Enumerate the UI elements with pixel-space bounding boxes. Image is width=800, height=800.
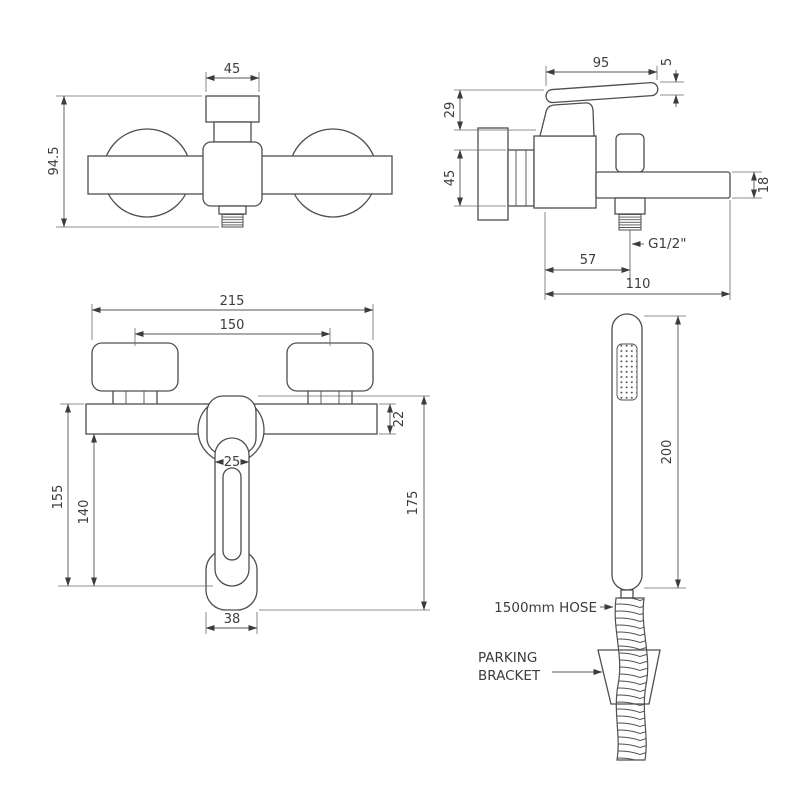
hose-callout: 1500mm HOSE	[494, 600, 614, 616]
wall-flange-plate-left	[91, 342, 179, 392]
handset-view: 200 1500mm HOSE PARKING BRACKET	[478, 313, 686, 761]
handset-holder-post	[615, 133, 645, 173]
dim-175: 175	[258, 395, 430, 611]
dim-22-label: 22	[392, 411, 407, 428]
dim-215-label: 215	[220, 294, 245, 309]
loop-handle-slot	[222, 467, 242, 561]
dim-95: 95	[545, 56, 658, 86]
dim-45-top: 45	[205, 62, 260, 92]
dim-45-side-label: 45	[443, 170, 458, 187]
lever-handle	[545, 81, 659, 104]
thread-size-label: G1/2"	[648, 236, 686, 252]
thread-size-callout: G1/2"	[631, 236, 686, 252]
outlet-thread	[221, 213, 244, 228]
dim-140: 140	[77, 433, 97, 587]
valve-body-side	[533, 135, 597, 209]
dim-155-label: 155	[51, 485, 66, 510]
dim-18-label: 18	[757, 177, 772, 194]
dim-94p5: 94.5	[47, 95, 219, 228]
dim-95-label: 95	[593, 56, 610, 71]
parking-bracket	[597, 649, 661, 705]
dim-57-label: 57	[580, 253, 597, 268]
dim-110-label: 110	[626, 277, 651, 292]
dim-45-side: 45	[443, 149, 506, 207]
dim-18: 18	[732, 171, 772, 199]
dim-5-label: 5	[660, 58, 675, 66]
cartridge-dome	[539, 102, 595, 137]
dim-29-label: 29	[443, 102, 458, 119]
shower-hose	[614, 597, 649, 761]
dim-150-label: 150	[220, 318, 245, 333]
dim-215: 215	[91, 294, 374, 340]
wall-flange-plate-right	[286, 342, 374, 392]
inlet-nut	[507, 149, 535, 207]
dim-94p5-label: 94.5	[47, 147, 62, 176]
dim-155: 155	[51, 403, 213, 587]
dim-57: 57	[544, 212, 631, 300]
dim-110: 110	[544, 200, 731, 300]
valve-body	[202, 141, 263, 207]
handle-stem	[213, 121, 252, 143]
hose-outlet	[614, 197, 646, 215]
dim-29: 29	[443, 89, 544, 131]
dim-200: 200	[644, 315, 686, 589]
spout-arm	[595, 171, 731, 199]
hose-connector	[620, 589, 634, 599]
dim-140-label: 140	[77, 500, 92, 525]
hose-length-label: 1500mm HOSE	[494, 600, 597, 616]
dim-45-label: 45	[224, 62, 241, 77]
dim-25: 25	[214, 455, 250, 470]
dim-5: 5	[660, 58, 684, 107]
parking-bracket-label-line2: BRACKET	[478, 668, 541, 684]
hose-outlet-thread	[618, 213, 642, 231]
dim-22: 22	[379, 403, 407, 435]
handle-block	[205, 95, 260, 123]
front-view-top: 45 94.5	[47, 62, 393, 228]
dim-38: 38	[205, 612, 258, 634]
parking-bracket-callout: PARKING BRACKET	[478, 650, 603, 684]
parking-bracket-label-line1: PARKING	[478, 650, 537, 666]
front-view-bottom: 215 150 22 25 155 140	[51, 294, 430, 634]
dim-150: 150	[134, 318, 331, 346]
dim-25-label: 25	[224, 455, 241, 470]
side-view: 95 5 29 45 18 G1/2"	[443, 56, 772, 300]
dim-200-label: 200	[660, 440, 675, 465]
dim-175-label: 175	[406, 491, 421, 516]
spout-outlet	[218, 205, 247, 215]
dim-38-label: 38	[224, 612, 241, 627]
spray-face	[616, 343, 638, 401]
